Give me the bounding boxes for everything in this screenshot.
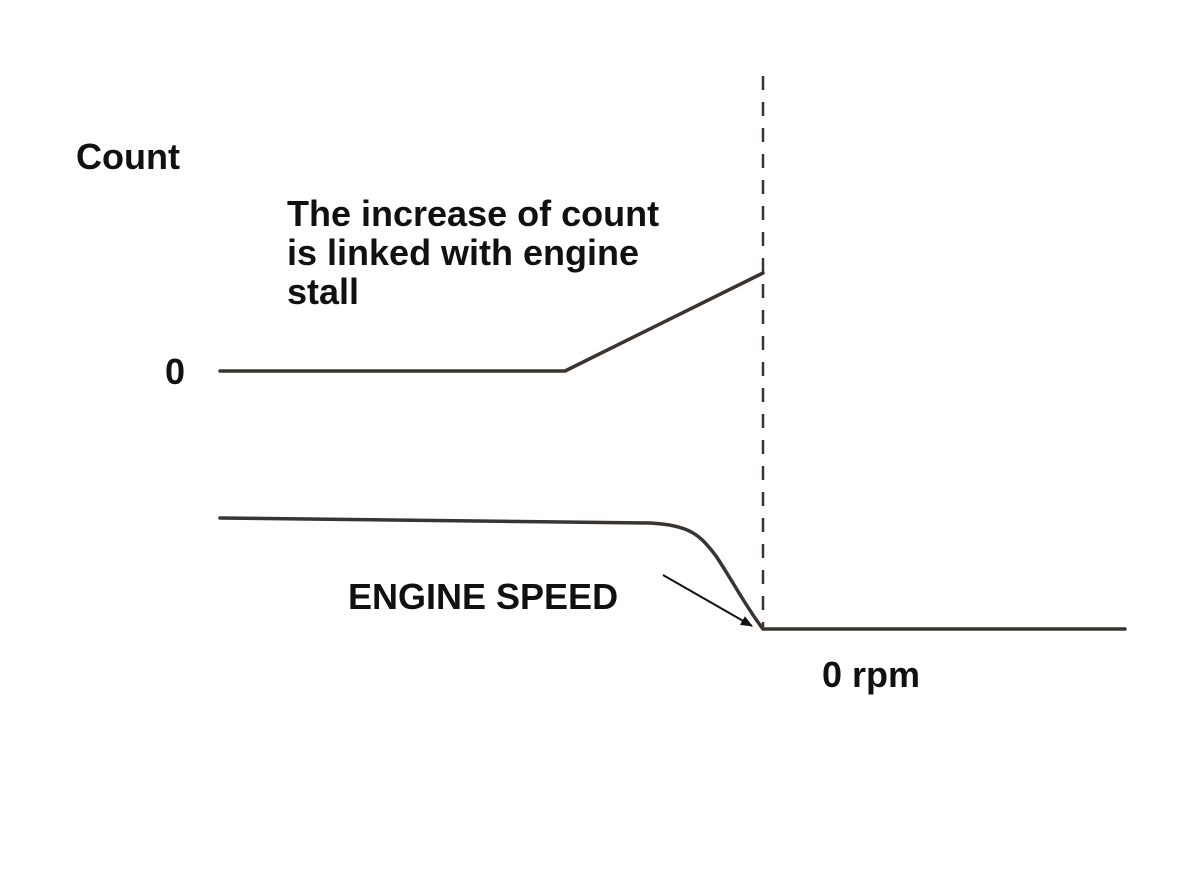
stall-annotation-line-1: The increase of count [287,193,660,234]
engine-speed-curve [218,516,1127,631]
engine-speed-label: ENGINE SPEED [348,576,619,617]
stall-annotation-line-2: is linked with engine [287,232,640,273]
zero-rpm-label: 0 rpm [822,654,921,695]
count-curve [218,271,765,373]
engine-speed-pointer-arrow [662,574,753,627]
count-zero-label: 0 [165,351,186,392]
count-axis-label: Count [76,136,180,177]
stall-annotation: The increase of count is linked with eng… [287,194,747,311]
stall-annotation-line-3: stall [287,271,360,312]
